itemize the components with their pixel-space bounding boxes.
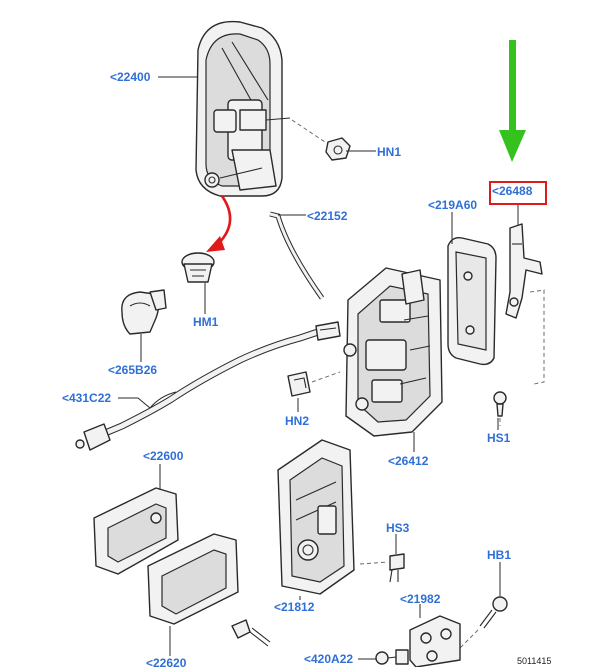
exterior-handle-22400 bbox=[195, 20, 291, 197]
label-hs1[interactable]: HS1 bbox=[487, 431, 511, 445]
clip-hn2 bbox=[287, 371, 341, 397]
gasket-219a60 bbox=[447, 236, 497, 366]
label-26412[interactable]: <26412 bbox=[388, 454, 429, 468]
label-22600[interactable]: <22600 bbox=[143, 449, 184, 463]
part-420a22 bbox=[375, 649, 409, 665]
label-22152[interactable]: <22152 bbox=[307, 209, 348, 223]
screw-hb1 bbox=[455, 596, 508, 653]
rod-22152 bbox=[269, 211, 325, 300]
hinge-21982 bbox=[409, 615, 461, 667]
label-420a22[interactable]: <420A22 bbox=[304, 652, 354, 666]
bracket-26488 bbox=[505, 223, 545, 385]
clip-hm1 bbox=[181, 252, 215, 283]
screw-hs3 bbox=[359, 553, 405, 583]
red-arrow bbox=[206, 195, 232, 252]
label-219a60[interactable]: <219A60 bbox=[428, 198, 478, 212]
bracket-21812 bbox=[277, 439, 355, 595]
drawing-number: 5011415 bbox=[517, 656, 552, 666]
label-hs3[interactable]: HS3 bbox=[386, 521, 410, 535]
green-arrow bbox=[499, 40, 526, 162]
door-latch-26412 bbox=[343, 267, 443, 437]
label-22620[interactable]: <22620 bbox=[146, 656, 187, 670]
leader-lines bbox=[118, 76, 519, 660]
label-22400[interactable]: <22400 bbox=[110, 70, 151, 84]
housing-22620 bbox=[147, 533, 239, 625]
screw-22620 bbox=[231, 619, 271, 647]
label-21982[interactable]: <21982 bbox=[400, 592, 441, 606]
label-21812[interactable]: <21812 bbox=[274, 600, 315, 614]
label-431c22[interactable]: <431C22 bbox=[62, 391, 112, 405]
label-hn1[interactable]: HN1 bbox=[377, 145, 402, 159]
label-hm1[interactable]: HM1 bbox=[193, 315, 219, 329]
label-hn2[interactable]: HN2 bbox=[285, 414, 310, 428]
nut-hn1 bbox=[291, 119, 351, 161]
label-265b26[interactable]: <265B26 bbox=[108, 363, 158, 377]
housing-22600 bbox=[93, 487, 179, 575]
highlight-box-26488 bbox=[489, 181, 547, 205]
label-26488[interactable]: <26488 bbox=[492, 184, 533, 198]
screw-hs1 bbox=[493, 391, 507, 426]
clip-265b26 bbox=[121, 289, 167, 335]
label-hb1[interactable]: HB1 bbox=[487, 548, 512, 562]
cable-431c22 bbox=[75, 321, 341, 451]
